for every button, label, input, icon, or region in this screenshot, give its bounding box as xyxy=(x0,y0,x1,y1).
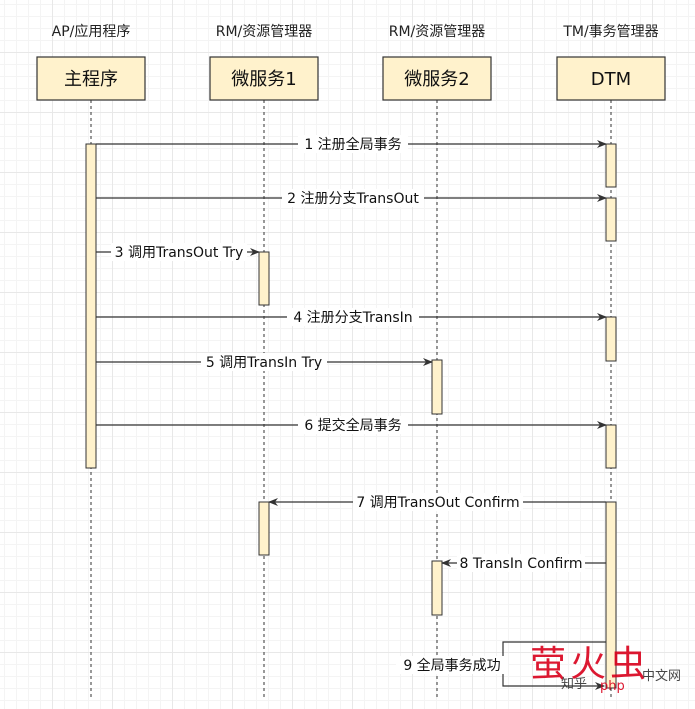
role-label-svc1: RM/资源管理器 xyxy=(216,24,313,40)
message-label-9: 9 全局事务成功 xyxy=(403,657,500,674)
message-label-bg-1 xyxy=(298,135,408,153)
role-label-dtm: TM/事务管理器 xyxy=(562,24,658,40)
activation-main xyxy=(85,143,97,469)
activation-svc1-2 xyxy=(258,501,270,556)
message-label-3: 3 调用TransOut Try xyxy=(115,245,244,261)
role-label-svc2: RM/资源管理器 xyxy=(389,24,486,40)
message-label-7: 7 调用TransOut Confirm xyxy=(356,495,519,511)
message-label-8: 8 TransIn Confirm xyxy=(460,556,583,572)
activation-svc2-2 xyxy=(431,560,443,616)
activation-dtm-3 xyxy=(605,316,617,362)
watermark-large-text: 萤火虫 xyxy=(530,644,650,685)
activation-svc2-1 xyxy=(431,359,443,415)
participant-name-svc2: 微服务2 xyxy=(404,69,469,90)
activation-dtm-2 xyxy=(605,197,617,242)
message-label-2: 2 注册分支TransOut xyxy=(287,191,419,207)
participant-box-main xyxy=(36,56,146,101)
message-label-1: 1 注册全局事务 xyxy=(304,136,401,153)
message-label-bg-4 xyxy=(287,308,419,326)
message-label-6: 6 提交全局事务 xyxy=(304,417,401,434)
participant-box-dtm xyxy=(556,56,666,101)
participant-box-svc2 xyxy=(382,56,492,101)
activation-dtm-5 xyxy=(605,501,617,689)
message-label-bg-8 xyxy=(457,554,585,572)
watermark-source-red: php xyxy=(600,679,625,694)
message-label-bg-7 xyxy=(353,493,523,511)
participant-box-svc1 xyxy=(209,56,319,101)
participant-name-svc1: 微服务1 xyxy=(231,69,296,90)
activation-dtm-1 xyxy=(605,143,617,188)
message-label-bg-5 xyxy=(201,353,327,371)
message-label-bg-6 xyxy=(298,416,408,434)
message-label-5: 5 调用TransIn Try xyxy=(206,355,322,371)
participant-name-dtm: DTM xyxy=(591,69,631,90)
role-label-main: AP/应用程序 xyxy=(52,23,131,40)
message-label-bg-2 xyxy=(282,189,424,207)
watermark-source-left: 知乎 xyxy=(561,676,587,692)
activation-svc1-1 xyxy=(258,251,270,306)
message-label-4: 4 注册分支TransIn xyxy=(293,310,412,326)
message-label-bg-3 xyxy=(111,243,247,261)
participant-name-main: 主程序 xyxy=(64,69,118,90)
activation-dtm-4 xyxy=(605,424,617,469)
message-label-bg-9 xyxy=(396,656,508,674)
watermark: 萤火虫 知乎 php 中文网 xyxy=(530,644,681,694)
watermark-source-right: 中文网 xyxy=(642,669,681,684)
